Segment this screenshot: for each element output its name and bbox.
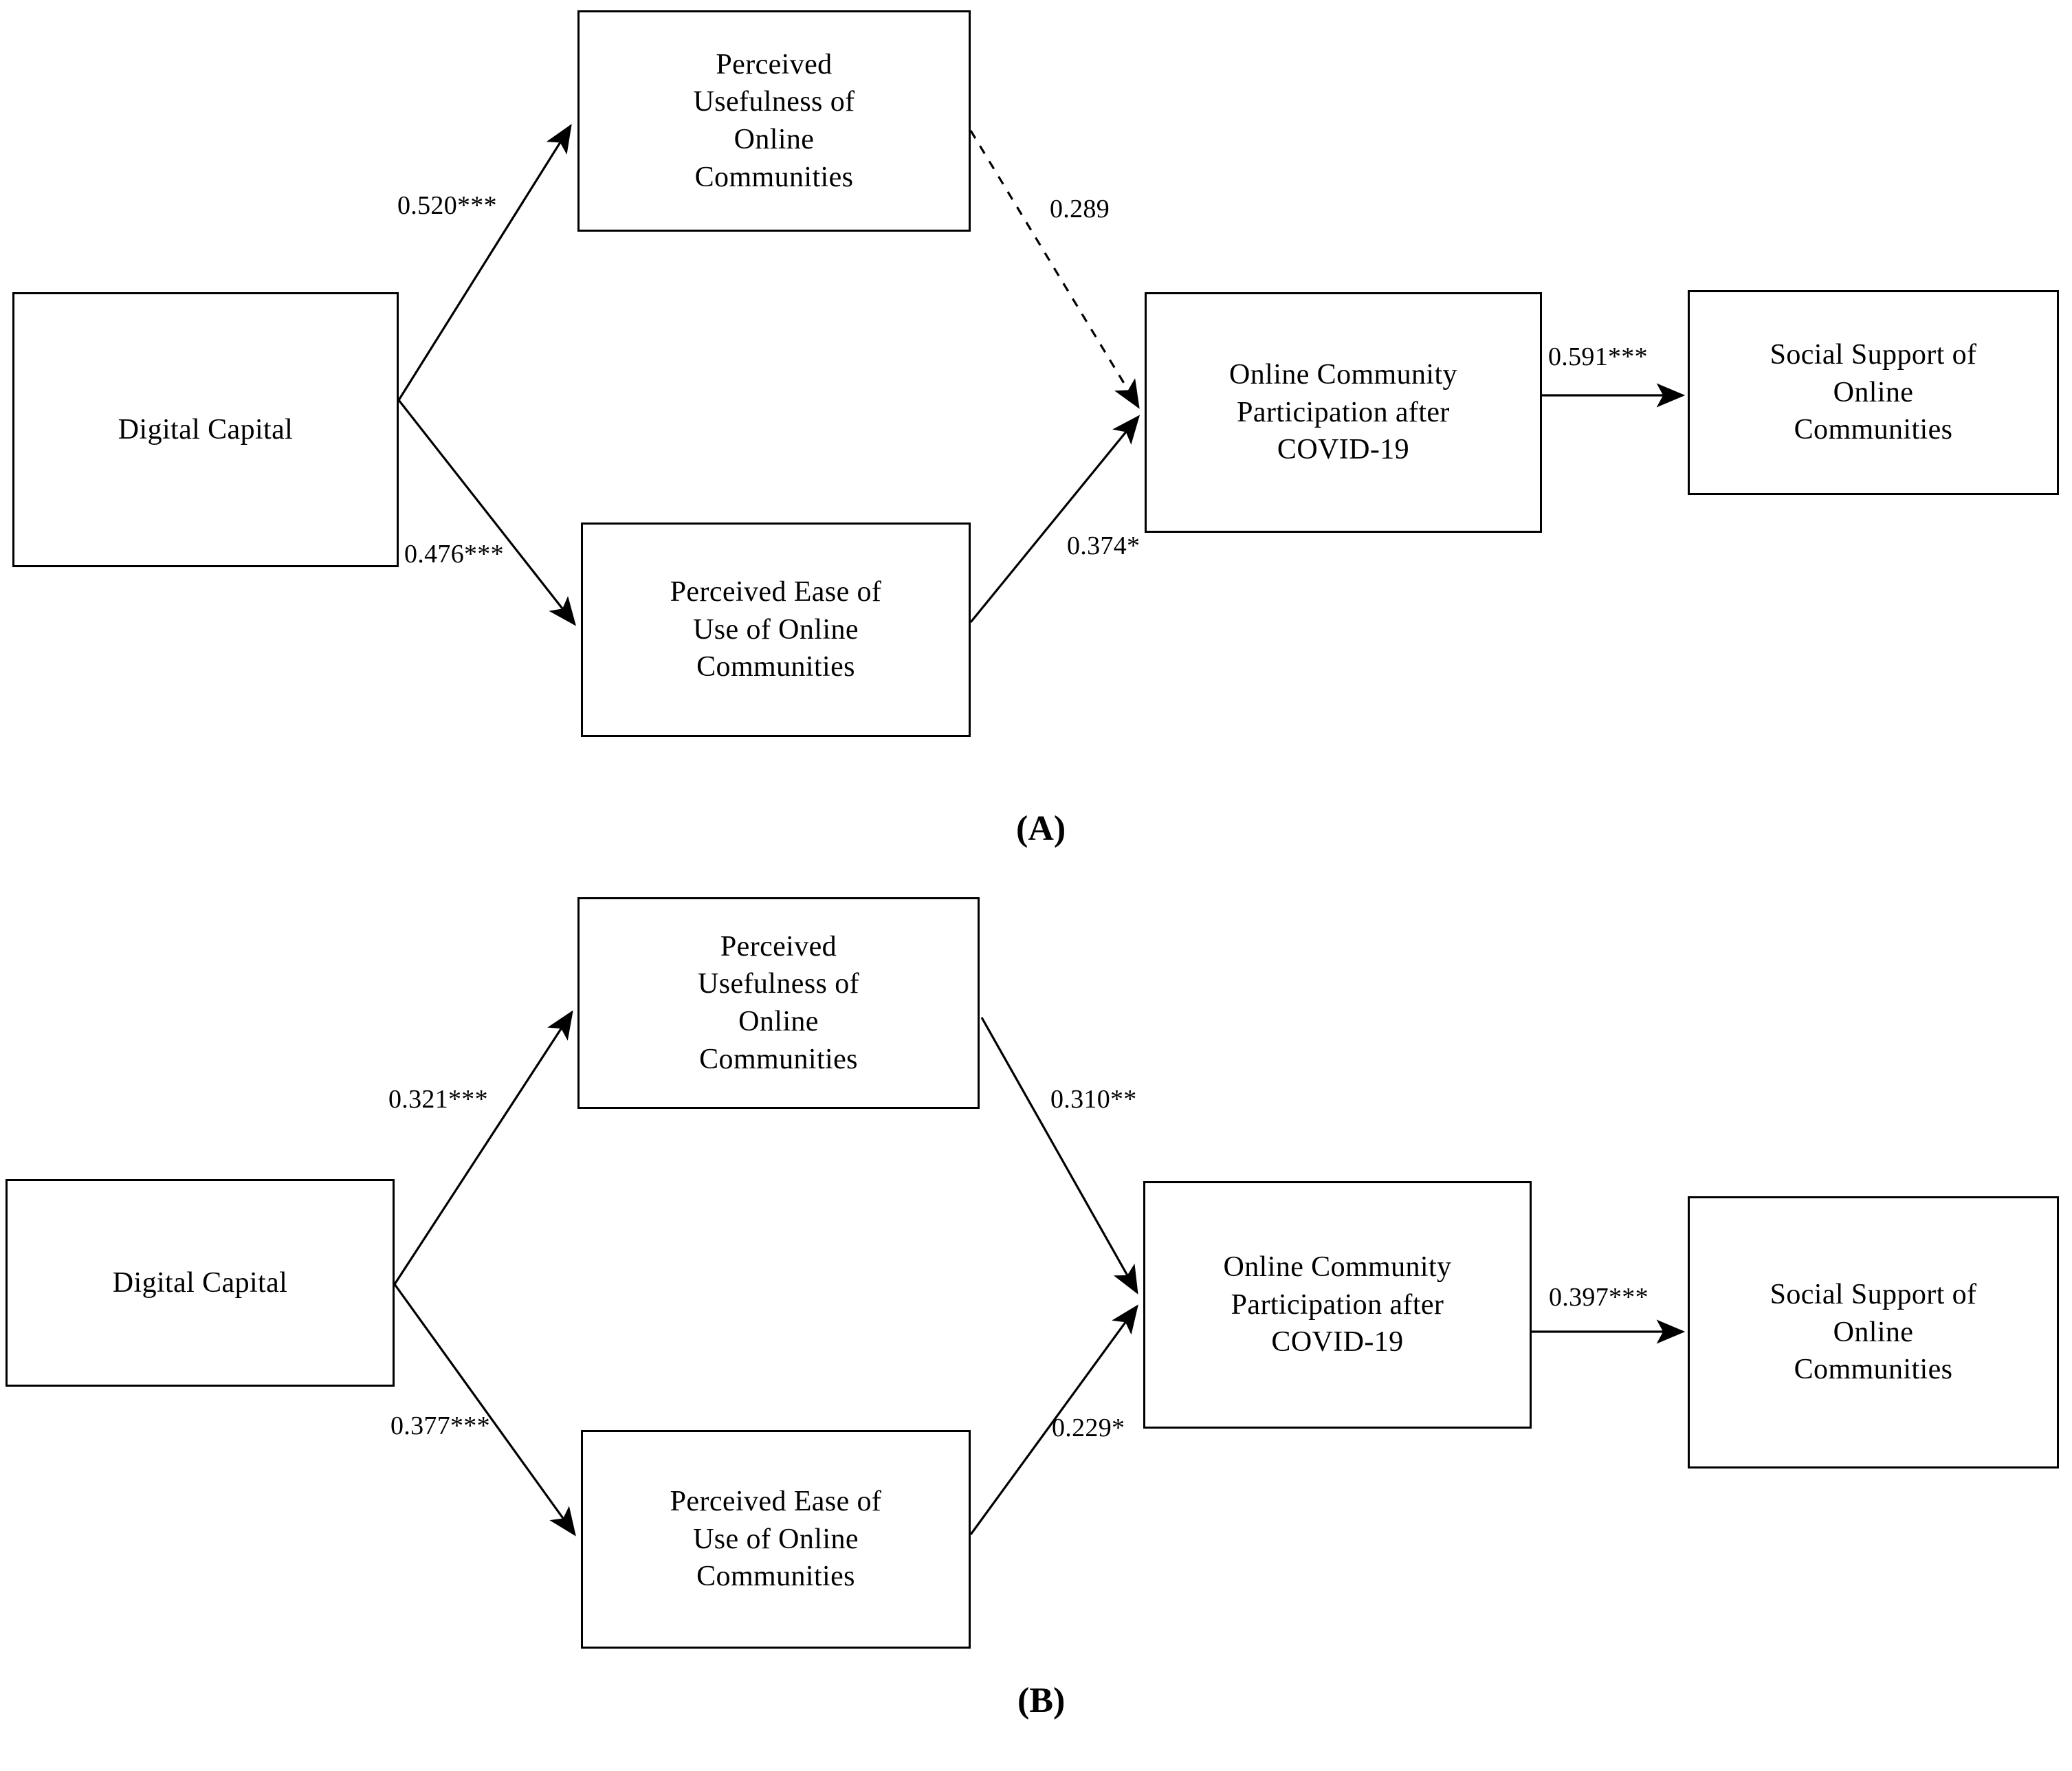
node-perceived-usefulness-b[interactable]: Perceived Usefulness of Online Communiti… (577, 897, 980, 1109)
node-label: Social Support of Online Communities (1770, 339, 1977, 446)
node-label: Online Community Participation after COV… (1223, 1251, 1452, 1358)
node-label: Perceived Ease of Use of Online Communit… (670, 1486, 882, 1593)
panel-a: Perceived Usefulness of Online Communiti… (12, 10, 2059, 848)
node-perceived-usefulness-a[interactable]: Perceived Usefulness of Online Communiti… (577, 10, 971, 232)
node-online-community-participation-b[interactable]: Online Community Participation after COV… (1143, 1181, 1532, 1429)
node-digital-capital-a[interactable]: Digital Capital (12, 292, 399, 567)
node-label: Perceived Ease of Use of Online Communit… (670, 576, 882, 683)
coefficient-pu-to-ocp-b: 0.310** (1050, 1085, 1137, 1114)
coefficient-dc-to-peou-b: 0.377*** (390, 1411, 490, 1440)
node-label: Perceived Usefulness of Online Communiti… (698, 930, 859, 1075)
node-digital-capital-b[interactable]: Digital Capital (5, 1179, 395, 1387)
node-perceived-ease-of-use-a[interactable]: Perceived Ease of Use of Online Communit… (581, 522, 971, 737)
coefficient-ocp-to-ss-a: 0.591*** (1548, 342, 1648, 371)
node-perceived-ease-of-use-b[interactable]: Perceived Ease of Use of Online Communit… (581, 1430, 971, 1649)
node-label: Social Support of Online Communities (1770, 1279, 1977, 1386)
coefficient-pu-to-ocp-a: 0.289 (1050, 195, 1110, 223)
coefficient-peou-to-ocp-b: 0.229* (1052, 1414, 1125, 1442)
coefficient-dc-to-pu-b: 0.321*** (388, 1085, 488, 1114)
coefficient-ocp-to-ss-b: 0.397*** (1549, 1283, 1649, 1312)
panel-label-a: (A) (1016, 809, 1066, 848)
panel-label-b: (B) (1017, 1681, 1066, 1720)
node-label: Digital Capital (118, 413, 294, 446)
coefficient-peou-to-ocp-a: 0.374* (1067, 531, 1140, 560)
node-social-support-a[interactable]: Social Support of Online Communities (1688, 290, 2059, 495)
node-label: Digital Capital (112, 1266, 288, 1299)
coefficient-dc-to-peou-a: 0.476*** (404, 540, 504, 569)
node-online-community-participation-a[interactable]: Online Community Participation after COV… (1145, 292, 1542, 533)
node-label: Online Community Participation after COV… (1229, 359, 1457, 466)
node-label: Perceived Usefulness of Online Communiti… (693, 48, 855, 193)
node-social-support-b[interactable]: Social Support of Online Communities (1688, 1196, 2059, 1468)
coefficient-dc-to-pu-a: 0.520*** (397, 191, 497, 220)
